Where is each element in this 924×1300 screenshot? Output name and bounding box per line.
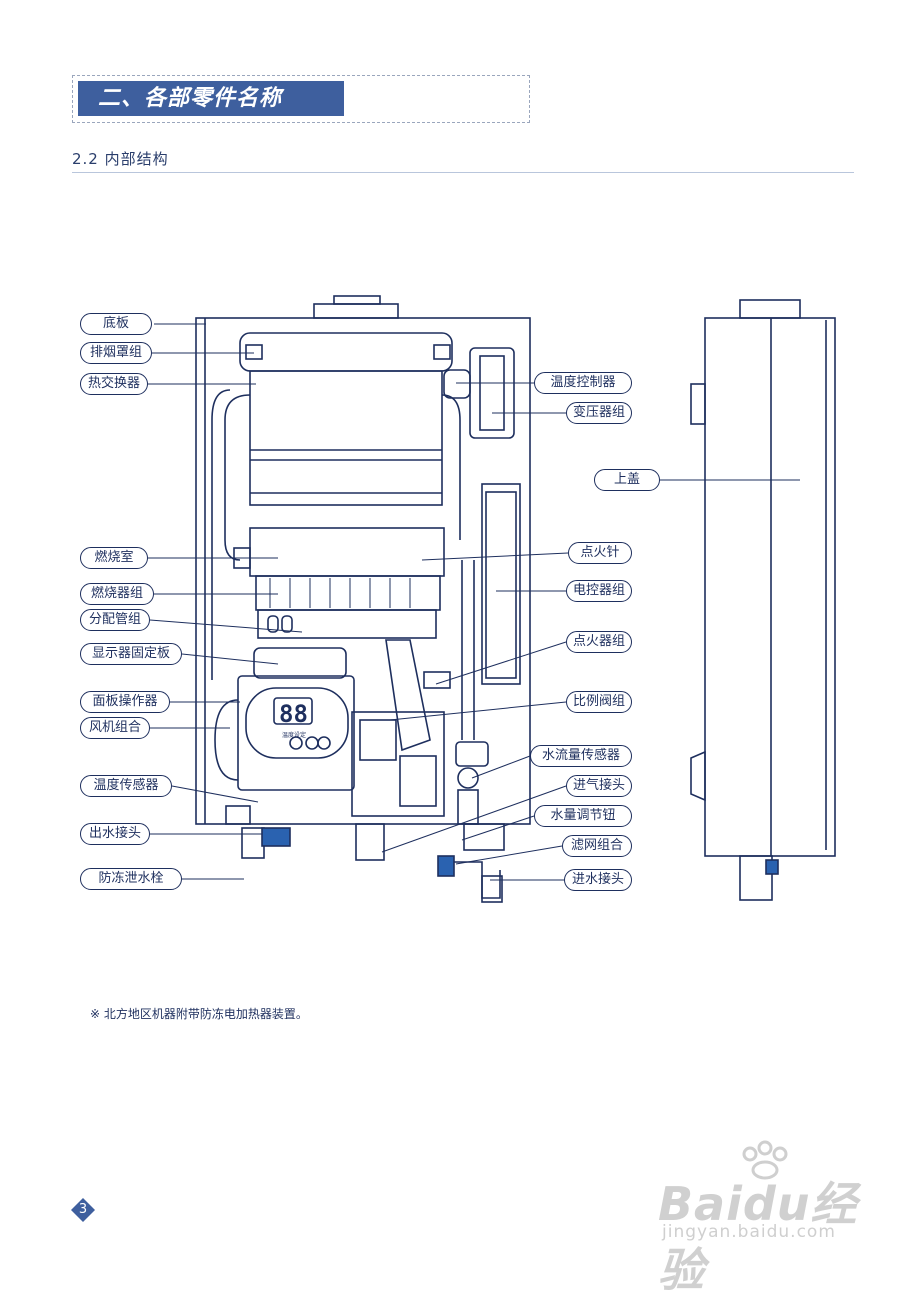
label-drain-plug: 防冻泄水栓 bbox=[80, 868, 182, 890]
igniter bbox=[423, 671, 451, 689]
label-display-bracket: 显示器固定板 bbox=[80, 643, 182, 665]
label-combustion-chamber: 燃烧室 bbox=[80, 547, 148, 569]
side-housing bbox=[704, 317, 836, 857]
label-outlet-fitting: 出水接头 bbox=[80, 823, 150, 845]
label-controller: 电控器组 bbox=[566, 580, 632, 602]
manifold bbox=[257, 609, 437, 639]
label-heat-exchanger: 热交换器 bbox=[80, 373, 148, 395]
burner bbox=[255, 575, 441, 611]
watermark-logo: Baidu经验 bbox=[658, 1177, 858, 1297]
label-transformer: 变压器组 bbox=[566, 402, 632, 424]
label-gas-inlet: 进气接头 bbox=[566, 775, 632, 797]
flue-collar bbox=[313, 303, 399, 319]
footnote: ※ 北方地区机器附带防冻电加热器装置。 bbox=[90, 1007, 308, 1021]
label-burner: 燃烧器组 bbox=[80, 583, 154, 605]
section-header: 二、各部零件名称 bbox=[78, 81, 344, 116]
control-panel bbox=[237, 675, 355, 791]
gas-valve bbox=[351, 711, 445, 817]
inlet-fitting bbox=[437, 855, 455, 877]
outlet-fitting bbox=[261, 827, 291, 847]
water-pipe bbox=[461, 560, 475, 740]
exhaust-hood bbox=[239, 332, 453, 372]
heat-exchanger bbox=[249, 370, 443, 506]
label-panel-operator: 面板操作器 bbox=[80, 691, 170, 713]
page-badge-diamond bbox=[71, 1198, 95, 1222]
combustion-chamber bbox=[249, 527, 445, 577]
controller-box bbox=[481, 483, 521, 685]
fan bbox=[214, 699, 239, 781]
label-water-inlet: 进水接头 bbox=[564, 869, 632, 891]
label-temp-controller: 温度控制器 bbox=[534, 372, 632, 394]
label-igniter: 点火器组 bbox=[566, 631, 632, 653]
side-flue bbox=[739, 299, 801, 319]
label-exhaust-hood: 排烟罩组 bbox=[80, 342, 152, 364]
label-temp-sensor: 温度传感器 bbox=[80, 775, 172, 797]
divider bbox=[72, 172, 854, 173]
label-fan-assembly: 风机组合 bbox=[80, 717, 150, 739]
label-filter: 滤网组合 bbox=[562, 835, 632, 857]
display-plate bbox=[253, 647, 347, 679]
label-flow-sensor: 水流量传感器 bbox=[530, 745, 632, 767]
label-manifold: 分配管组 bbox=[80, 609, 150, 631]
subsection-title: 2.2 内部结构 bbox=[72, 150, 169, 168]
label-water-knob: 水量调节钮 bbox=[534, 805, 632, 827]
watermark-url: jingyan.baidu.com bbox=[662, 1222, 836, 1242]
page-number: 3 bbox=[78, 1202, 88, 1217]
paw-icon bbox=[742, 1140, 788, 1180]
watermark: Baidu经验 jingyan.baidu.com bbox=[640, 1140, 880, 1297]
label-ignition-needle: 点火针 bbox=[568, 542, 632, 564]
label-top-cover: 上盖 bbox=[594, 469, 660, 491]
section-header-frame bbox=[72, 75, 530, 123]
label-proportional-valve: 比例阀组 bbox=[566, 691, 632, 713]
temp-controller bbox=[469, 347, 515, 439]
display-digits: 88 bbox=[279, 700, 308, 728]
panel-text: 温度设定 bbox=[282, 731, 306, 739]
label-base-plate: 底板 bbox=[80, 313, 152, 335]
